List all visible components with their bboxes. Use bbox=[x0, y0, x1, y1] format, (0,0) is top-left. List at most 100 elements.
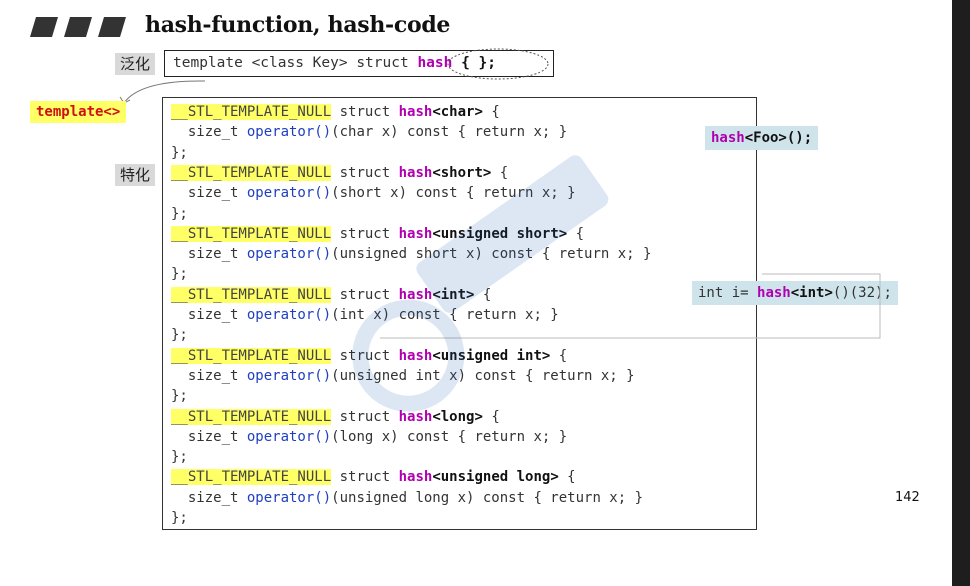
call-operator: operator() bbox=[246, 246, 332, 263]
template-null-macro: __STL_TEMPLATE_NULL bbox=[171, 286, 332, 303]
return-type: size_t bbox=[171, 428, 247, 445]
struct-keyword: struct bbox=[331, 469, 399, 486]
return-type: size_t bbox=[171, 367, 247, 384]
return-type: size_t bbox=[171, 489, 247, 506]
operator-signature: (unsigned int x) const { return x; } bbox=[331, 367, 635, 384]
generic-label: 泛化 bbox=[115, 53, 156, 75]
struct-declaration-line: __STL_TEMPLATE_NULL struct hash<long> { bbox=[171, 407, 500, 427]
call-operator: operator() bbox=[246, 489, 332, 506]
template-null-macro: __STL_TEMPLATE_NULL bbox=[171, 469, 332, 486]
template-specialization-tag: template<> bbox=[30, 101, 127, 123]
hash-keyword: hash bbox=[398, 469, 433, 486]
close-brace: }; bbox=[171, 266, 188, 283]
struct-declaration-line: __STL_TEMPLATE_NULL struct hash<int> { bbox=[171, 285, 491, 305]
struct-keyword: struct bbox=[331, 347, 399, 364]
template-null-macro: __STL_TEMPLATE_NULL bbox=[171, 225, 332, 242]
open-brace: { bbox=[550, 347, 568, 364]
note-int-prefix: int i= bbox=[698, 285, 758, 301]
template-null-macro: __STL_TEMPLATE_NULL bbox=[171, 164, 332, 181]
close-brace: }; bbox=[171, 388, 188, 405]
open-brace: { bbox=[558, 469, 576, 486]
struct-declaration-line: __STL_TEMPLATE_NULL struct hash<char> { bbox=[171, 102, 500, 122]
open-brace: { bbox=[482, 104, 500, 120]
close-brace-line: }; bbox=[171, 447, 188, 467]
operator-body-line: size_t operator()(unsigned int x) const … bbox=[171, 366, 635, 386]
hash-keyword: hash bbox=[398, 225, 433, 242]
hash-keyword: hash bbox=[398, 164, 433, 181]
operator-body-line: size_t operator()(int x) const { return … bbox=[171, 305, 559, 325]
specialized-type: <unsigned short> bbox=[432, 225, 568, 242]
template-null-macro: __STL_TEMPLATE_NULL bbox=[171, 408, 332, 425]
generic-code-suffix: { }; bbox=[452, 55, 497, 71]
close-brace-line: }; bbox=[171, 508, 188, 528]
hash-highlight-ellipse bbox=[447, 48, 549, 80]
annotation-callout-lines bbox=[380, 273, 881, 339]
note-hash-keyword: hash bbox=[711, 130, 745, 146]
generic-template-box: template <class Key> struct hash { }; bbox=[164, 50, 554, 77]
hash-keyword: hash bbox=[398, 104, 433, 120]
specialized-type: <short> bbox=[432, 164, 492, 181]
note-int-hash-keyword: hash bbox=[757, 285, 791, 301]
close-brace: }; bbox=[171, 510, 188, 526]
specialized-type: <unsigned int> bbox=[432, 347, 551, 364]
call-operator: operator() bbox=[246, 428, 332, 445]
call-operator: operator() bbox=[246, 124, 332, 141]
return-type: size_t bbox=[171, 307, 247, 323]
struct-declaration-line: __STL_TEMPLATE_NULL struct hash<short> { bbox=[171, 163, 508, 183]
specialized-type: <char> bbox=[432, 104, 483, 120]
return-type: size_t bbox=[171, 124, 247, 141]
operator-signature: (unsigned short x) const { return x; } bbox=[331, 246, 652, 263]
close-brace: }; bbox=[171, 327, 188, 344]
struct-keyword: struct bbox=[331, 286, 399, 303]
struct-declaration-line: __STL_TEMPLATE_NULL struct hash<unsigned… bbox=[171, 224, 584, 244]
note-int-rest: ()(32); bbox=[832, 285, 892, 301]
hash-keyword: hash bbox=[398, 408, 433, 425]
hash-keyword: hash bbox=[398, 286, 433, 303]
call-operator: operator() bbox=[246, 185, 332, 202]
operator-signature: (int x) const { return x; } bbox=[331, 307, 559, 323]
operator-body-line: size_t operator()(short x) const { retur… bbox=[171, 183, 576, 203]
window-edge-bar bbox=[952, 0, 970, 586]
operator-signature: (char x) const { return x; } bbox=[331, 124, 568, 141]
open-brace: { bbox=[567, 225, 585, 242]
struct-keyword: struct bbox=[331, 408, 399, 425]
specialized-type: <unsigned long> bbox=[432, 469, 559, 486]
operator-body-line: size_t operator()(unsigned short x) cons… bbox=[171, 244, 652, 264]
specialization-code-box: __STL_TEMPLATE_NULL struct hash<char> { … bbox=[162, 97, 757, 530]
hash-keyword: hash bbox=[398, 347, 433, 364]
title-decoration-icon bbox=[30, 17, 126, 37]
struct-keyword: struct bbox=[331, 225, 399, 242]
close-brace: }; bbox=[171, 144, 188, 161]
open-brace: { bbox=[474, 286, 492, 303]
operator-body-line: size_t operator()(long x) const { return… bbox=[171, 427, 567, 447]
operator-body-line: size_t operator()(unsigned long x) const… bbox=[171, 488, 643, 508]
open-brace: { bbox=[491, 164, 509, 181]
struct-keyword: struct bbox=[331, 164, 399, 181]
specialized-type: <long> bbox=[432, 408, 483, 425]
operator-signature: (unsigned long x) const { return x; } bbox=[331, 489, 644, 506]
close-brace: }; bbox=[171, 449, 188, 466]
int-hash-example-note: int i= hash<int>()(32); bbox=[692, 281, 898, 305]
specialized-type: <int> bbox=[432, 286, 475, 303]
template-null-macro: __STL_TEMPLATE_NULL bbox=[171, 104, 332, 120]
close-brace: }; bbox=[171, 205, 188, 222]
close-brace-line: }; bbox=[171, 143, 188, 163]
page-number: 142 bbox=[895, 490, 920, 505]
close-brace-line: }; bbox=[171, 386, 188, 406]
operator-signature: (short x) const { return x; } bbox=[331, 185, 576, 202]
struct-declaration-line: __STL_TEMPLATE_NULL struct hash<unsigned… bbox=[171, 346, 567, 366]
call-operator: operator() bbox=[246, 367, 332, 384]
hash-foo-note: hash<Foo>(); bbox=[705, 126, 819, 150]
return-type: size_t bbox=[171, 246, 247, 263]
note-foo-rest: <Foo>(); bbox=[744, 130, 813, 146]
return-type: size_t bbox=[171, 185, 247, 202]
open-brace: { bbox=[482, 408, 500, 425]
operator-signature: (long x) const { return x; } bbox=[331, 428, 568, 445]
struct-keyword: struct bbox=[331, 104, 399, 120]
close-brace-line: }; bbox=[171, 204, 188, 224]
generic-code-prefix: template <class Key> struct bbox=[173, 55, 418, 71]
call-operator: operator() bbox=[246, 307, 332, 323]
struct-declaration-line: __STL_TEMPLATE_NULL struct hash<unsigned… bbox=[171, 467, 576, 487]
close-brace-line: }; bbox=[171, 264, 188, 284]
template-null-macro: __STL_TEMPLATE_NULL bbox=[171, 347, 332, 364]
